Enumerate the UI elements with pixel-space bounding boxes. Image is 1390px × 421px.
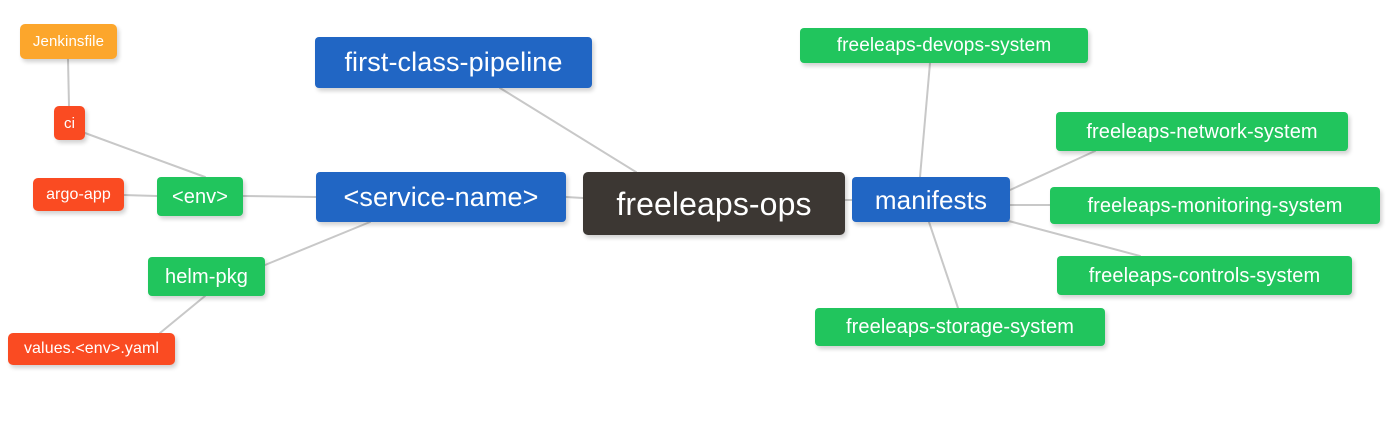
edge-env-to-service-name (242, 195, 317, 198)
edge-helm-pkg-to-service-name (264, 221, 371, 266)
mindmap-node-label: freeleaps-network-system (1086, 120, 1318, 143)
mindmap-node-label: <service-name> (343, 181, 539, 212)
edge-manifests-to-freeleaps-network-system (1009, 150, 1096, 191)
mindmap-node-freeleaps-devops-system[interactable]: freeleaps-devops-system (800, 28, 1088, 63)
mindmap-node-argo-app[interactable]: argo-app (33, 178, 124, 211)
mindmap-node-freeleaps-ops[interactable]: freeleaps-ops (583, 172, 845, 235)
edge-manifests-to-freeleaps-storage-system (928, 221, 959, 309)
mindmap-node-ci[interactable]: ci (54, 106, 85, 140)
edge-argo-app-to-env (123, 194, 158, 197)
mindmap-node-service-name[interactable]: <service-name> (316, 172, 566, 222)
mindmap-node-label: first-class-pipeline (344, 47, 563, 77)
mindmap-node-label: freeleaps-controls-system (1088, 264, 1321, 287)
mindmap-node-label: freeleaps-ops (616, 185, 812, 222)
mindmap-node-label: helm-pkg (164, 265, 249, 288)
edge-service-name-to-freeleaps-ops (565, 196, 584, 199)
edge-manifests-to-freeleaps-controls-system (1004, 219, 1141, 257)
edge-ci-to-env (84, 132, 206, 178)
edge-first-class-pipeline-to-freeleaps-ops (499, 87, 637, 173)
mindmap-node-freeleaps-monitoring-system[interactable]: freeleaps-monitoring-system (1050, 187, 1380, 224)
mindmap-node-values-yaml[interactable]: values.<env>.yaml (8, 333, 175, 365)
mindmap-node-label: freeleaps-devops-system (836, 35, 1052, 56)
mindmap-node-env[interactable]: <env> (157, 177, 243, 216)
mindmap-node-label: <env> (171, 185, 229, 208)
mindmap-node-jenkinsfile[interactable]: Jenkinsfile (20, 24, 117, 59)
mindmap-node-freeleaps-storage-system[interactable]: freeleaps-storage-system (815, 308, 1105, 346)
mindmap-node-label: freeleaps-storage-system (845, 316, 1075, 338)
mindmap-node-freeleaps-network-system[interactable]: freeleaps-network-system (1056, 112, 1348, 151)
mindmap-node-label: freeleaps-monitoring-system (1087, 194, 1343, 217)
mindmap-node-helm-pkg[interactable]: helm-pkg (148, 257, 265, 296)
mindmap-node-freeleaps-controls-system[interactable]: freeleaps-controls-system (1057, 256, 1352, 295)
mindmap-node-label: argo-app (46, 185, 111, 203)
edge-manifests-to-freeleaps-devops-system (919, 62, 931, 178)
edge-values-yaml-to-helm-pkg (159, 295, 206, 334)
mindmap-node-label: Jenkinsfile (32, 33, 105, 50)
mindmap-node-manifests[interactable]: manifests (852, 177, 1010, 222)
mindmap-node-label: ci (63, 114, 76, 132)
edge-jenkinsfile-to-ci (67, 58, 70, 107)
mindmap-node-label: values.<env>.yaml (23, 340, 160, 357)
mindmap-node-first-class-pipeline[interactable]: first-class-pipeline (315, 37, 592, 88)
mindmap-node-label: manifests (874, 184, 988, 215)
